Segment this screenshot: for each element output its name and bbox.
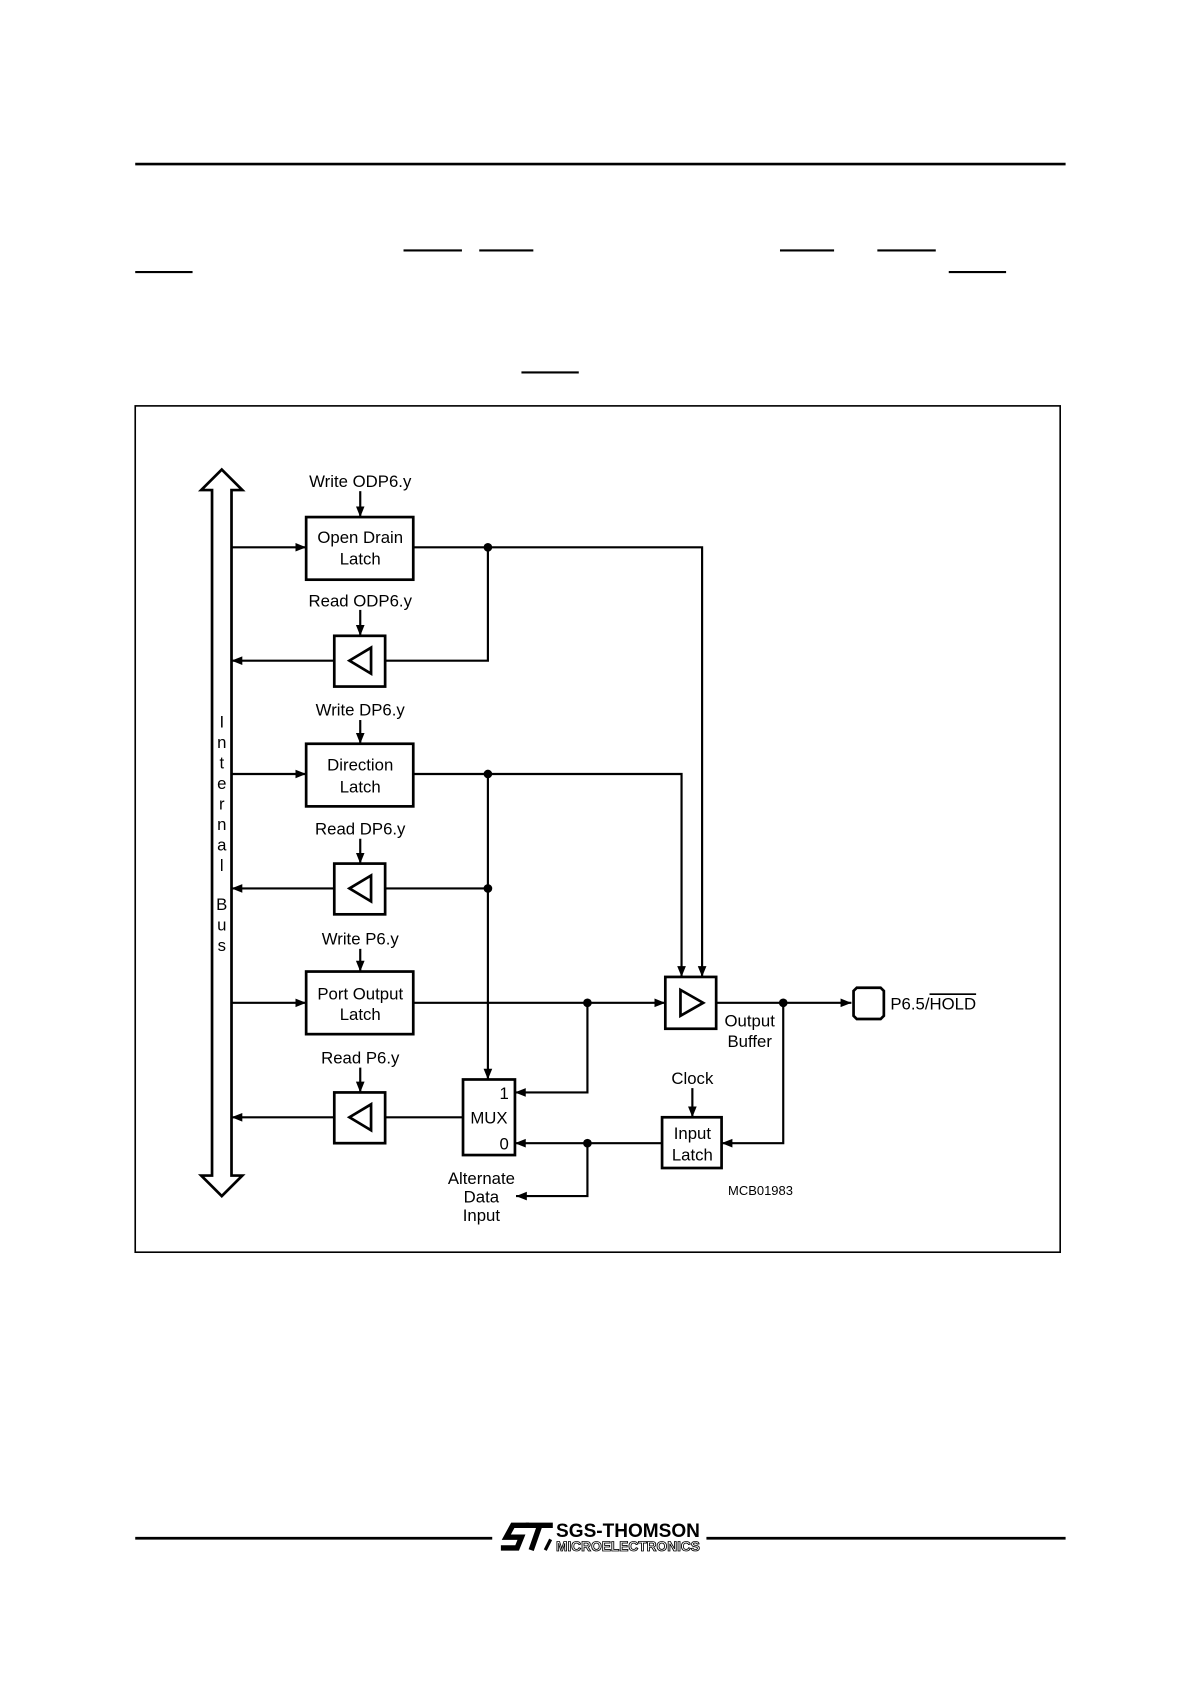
write-dp-label: Write DP6.y bbox=[316, 701, 406, 720]
wire-direction-to-output-buffer bbox=[413, 772, 686, 977]
bus-label-letter: a bbox=[217, 836, 227, 855]
junction-dot bbox=[483, 542, 493, 552]
input-latch-label-2: Latch bbox=[672, 1145, 713, 1164]
internal-bus-arrow bbox=[197, 467, 246, 1198]
junction-dot bbox=[483, 884, 493, 893]
buffer-triangle-icon bbox=[346, 1101, 373, 1133]
pin-label-overlined: HOLD bbox=[930, 994, 977, 1013]
wire-open-drain-to-output-buffer bbox=[413, 546, 707, 977]
open-drain-latch-box bbox=[304, 515, 415, 582]
read-odp-label: Read ODP6.y bbox=[309, 592, 413, 611]
pin-label: P6.5/HOLD bbox=[890, 994, 976, 1013]
pin-pad-icon bbox=[852, 986, 886, 1021]
logo-subtitle: MICROELECTRONICS bbox=[556, 1539, 700, 1554]
bus-label-letter: s bbox=[218, 936, 226, 955]
figure-frame bbox=[134, 405, 1061, 1254]
open-drain-latch-label-2: Latch bbox=[340, 550, 381, 569]
figure-code: MCB01983 bbox=[728, 1183, 793, 1198]
input-latch-label-1: Input bbox=[674, 1124, 712, 1143]
overline-fragments bbox=[135, 249, 1007, 374]
direction-latch-label-1: Direction bbox=[327, 756, 393, 775]
open-drain-latch-label-1: Open Drain bbox=[317, 528, 403, 547]
mux-label: MUX bbox=[470, 1109, 507, 1128]
output-buffer-label-2: Buffer bbox=[727, 1032, 772, 1051]
logo-brand: SGS-THOMSON bbox=[556, 1520, 700, 1542]
port-output-latch-label-1: Port Output bbox=[317, 985, 403, 1004]
clock-label: Clock bbox=[671, 1069, 714, 1088]
junction-dots bbox=[483, 542, 788, 1148]
direction-latch-box bbox=[304, 742, 415, 808]
st-logo-tail bbox=[543, 1538, 553, 1551]
bus-label-letter: u bbox=[217, 916, 226, 935]
alternate-input-label-1: Alternate bbox=[448, 1169, 515, 1188]
junction-dot bbox=[483, 769, 493, 779]
bus-label-letter: e bbox=[217, 774, 226, 793]
st-logo-icon bbox=[500, 1522, 553, 1552]
wire-pin-to-input-latch bbox=[721, 1002, 785, 1148]
bus-label-letter: B bbox=[216, 895, 227, 914]
junction-dot bbox=[583, 998, 592, 1008]
buffer-triangle-icon bbox=[679, 987, 706, 1019]
bus-label-letter: l bbox=[220, 856, 224, 875]
st-logo-t-stem bbox=[528, 1524, 543, 1552]
junction-dot bbox=[778, 998, 788, 1008]
bus-label-letter: n bbox=[217, 733, 226, 752]
wire-open-drain-to-read-buffer bbox=[385, 547, 489, 662]
write-p-label: Write P6.y bbox=[322, 930, 400, 949]
input-latch-box bbox=[660, 1115, 723, 1170]
read-p-label: Read P6.y bbox=[321, 1048, 400, 1067]
wire-port-output-to-mux-1 bbox=[514, 1002, 589, 1097]
bus-label-letter: r bbox=[219, 795, 225, 814]
wire-alternate-data-input bbox=[516, 1143, 589, 1201]
output-buffer-label-1: Output bbox=[725, 1012, 776, 1031]
buffer-triangle-icon bbox=[346, 645, 373, 676]
junction-dot bbox=[583, 1138, 592, 1148]
bus-label-letter: t bbox=[219, 754, 224, 773]
pin-label-prefix: P6.5/ bbox=[890, 994, 929, 1013]
write-odp-label: Write ODP6.y bbox=[309, 472, 412, 491]
port-output-latch-label-2: Latch bbox=[340, 1005, 381, 1024]
wires bbox=[231, 491, 852, 1201]
port-output-latch-box bbox=[304, 970, 415, 1036]
mux-input-0-label: 0 bbox=[499, 1135, 508, 1154]
alternate-input-label-2: Data bbox=[464, 1188, 500, 1207]
st-logo-s-shape bbox=[500, 1522, 530, 1551]
mux-input-1-label: 1 bbox=[499, 1084, 508, 1103]
bus-label-letter: n bbox=[217, 815, 226, 834]
alternate-input-label-3: Input bbox=[463, 1206, 501, 1225]
bus-label-letter: I bbox=[219, 713, 224, 732]
mux-box bbox=[461, 1078, 517, 1157]
direction-latch-label-2: Latch bbox=[340, 777, 381, 796]
read-dp-label: Read DP6.y bbox=[315, 819, 406, 838]
buffer-triangle-icon bbox=[346, 873, 373, 904]
